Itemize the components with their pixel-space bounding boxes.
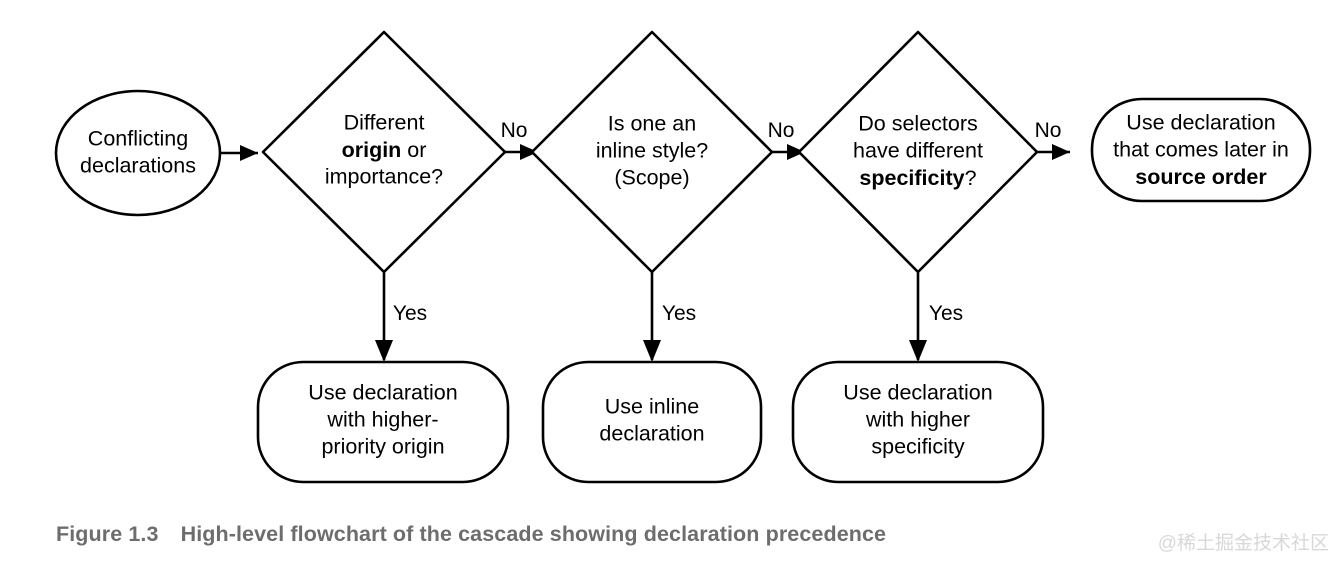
result-priority-origin-line-3: priority origin [321,435,444,459]
result-inline-declaration-line-1: Use inline [605,395,699,419]
arrowhead-icon [240,145,258,161]
decision-3-bold-specificity: specificity [859,166,964,190]
start-line-2: declarations [80,154,196,178]
node-result-higher-specificity[interactable]: Use declaration with higher specificity [791,360,1045,484]
node-result-inline-declaration[interactable]: Use inline declaration [541,360,763,484]
decision-2-diamond-shape [530,30,774,274]
decision-3-line-3-rest: ? [965,166,977,190]
result-higher-specificity-shape [791,360,1045,484]
figure-caption: Figure 1.3 High-level flowchart of the ca… [56,522,886,547]
connector-start-to-q1 [221,145,258,161]
connector-q3-to-end [1037,144,1070,160]
result-priority-origin-line-2: with higher- [326,408,438,432]
arrowhead-icon [643,340,661,362]
decision-2-line-3: (Scope) [614,166,689,190]
connector-q3-to-a3 [909,272,927,362]
result-source-order-shape [1090,97,1312,203]
decision-3-diamond-shape [797,30,1039,274]
decision-3-line-1: Do selectors [858,112,978,136]
node-decision-specificity[interactable]: Do selectors have different specificity? [797,30,1039,274]
result-higher-specificity-line-1: Use declaration [843,381,992,405]
edge-label-no-3: No [1035,119,1062,142]
result-higher-specificity-line-2: with higher [865,408,970,432]
result-inline-declaration-shape [541,360,763,484]
edge-label-no-1: No [501,119,528,142]
decision-2-line-2: inline style? [596,139,708,163]
decision-1-line-3: importance? [325,165,443,189]
decision-1-line-2-rest: or [401,138,426,162]
result-inline-declaration-line-2: declaration [599,422,704,446]
node-result-priority-origin[interactable]: Use declaration with higher- priority or… [256,360,510,484]
connector-q2-to-a2 [643,272,661,362]
decision-3-line-3: specificity? [859,166,976,190]
edge-label-yes-1: Yes [393,302,427,325]
edge-label-yes-2: Yes [662,302,696,325]
figure-caption-text: High-level flowchart of the cascade show… [180,522,887,546]
arrowhead-icon [909,340,927,362]
decision-1-bold-origin: origin [342,138,402,162]
arrowhead-icon [520,144,538,160]
decision-2-line-1: Is one an [608,112,696,136]
start-line-1: Conflicting [88,127,188,151]
arrowhead-icon [787,144,805,160]
decision-1-line-1: Different [344,111,425,135]
result-source-order-bold: source order [1135,165,1267,189]
decision-1-diamond-shape [261,30,507,274]
result-source-order-line-2: that comes later in [1113,138,1289,162]
result-priority-origin-shape [256,360,510,484]
connector-q1-to-a1 [375,272,393,362]
node-decision-inline-style[interactable]: Is one an inline style? (Scope) [530,30,774,274]
arrowhead-icon [375,340,393,362]
result-higher-specificity-line-3: specificity [871,435,964,459]
result-source-order-line-1: Use declaration [1126,111,1275,135]
node-result-source-order[interactable]: Use declaration that comes later in sour… [1090,97,1312,203]
result-source-order-line-3: source order [1135,165,1267,189]
edge-label-yes-3: Yes [929,302,963,325]
decision-1-line-2: origin or [342,138,427,162]
start-ellipse-shape [54,89,222,217]
node-decision-origin[interactable]: Different origin or importance? [261,30,507,274]
edge-label-no-2: No [768,119,795,142]
node-start[interactable]: Conflicting declarations [54,89,222,217]
watermark-text: @稀土掘金技术社区 [1157,533,1329,554]
result-priority-origin-line-1: Use declaration [308,381,457,405]
decision-3-line-2: have different [853,139,983,163]
figure-caption-number: Figure 1.3 [56,522,159,546]
arrowhead-icon [1052,144,1070,160]
